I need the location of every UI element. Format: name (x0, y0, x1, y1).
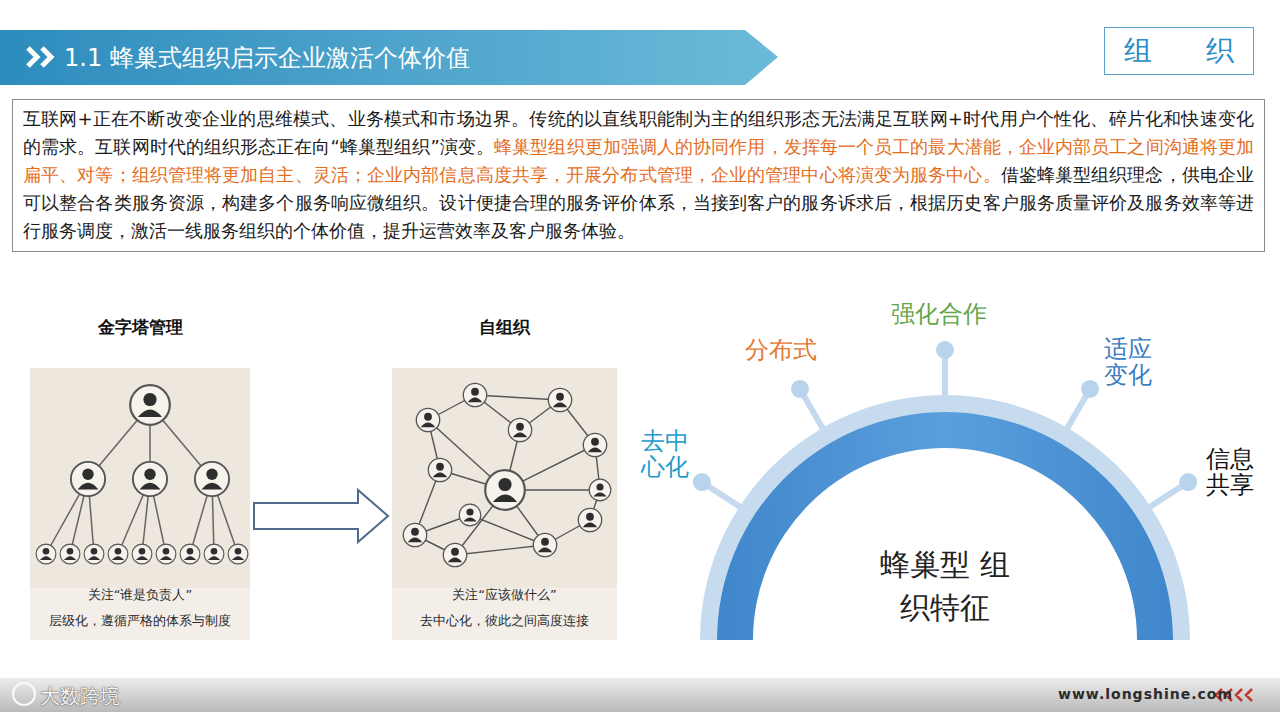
pyramid-panel: 金字塔管理关注“谁是负责人”层级化，遵循严格的体系与制度 (30, 368, 250, 640)
node-text: 蜂巢型 组织特征 (870, 543, 1020, 630)
arch-core: 蜂巢型 组织特征 (855, 536, 1035, 636)
text-panel: 互联网+正在不断改变企业的思维模式、业务模式和市场边界。传统的以直线职能制为主的… (12, 99, 1265, 252)
panel-heading: 金字塔管理 (10, 316, 270, 339)
feature-label: 分布式 (745, 334, 817, 366)
chevrons (28, 48, 51, 66)
feature-label: 适应变化 (1104, 336, 1153, 389)
footer-bar (0, 678, 1280, 712)
node-text: 组 织 (1124, 32, 1234, 70)
panel-caption: 层级化，遵循严格的体系与制度 (34, 612, 246, 630)
panel-heading: 自组织 (372, 316, 637, 339)
pyramid-picture (30, 368, 250, 640)
feature-label: 强化合作 (891, 298, 987, 330)
section-tag: 组 织 (1104, 27, 1254, 75)
panel-caption: 去中心化，彼此之间高度连接 (396, 612, 613, 630)
panel-caption: 关注“应该做什么” (396, 586, 613, 604)
feature-label: 去中心化 (641, 428, 690, 481)
network-panel: 自组织关注“应该做什么”去中心化，彼此之间高度连接 (392, 368, 617, 640)
network-picture (392, 368, 617, 640)
watermark: 大数跨境 (40, 683, 120, 710)
block-arrow (254, 490, 388, 542)
slide-title: 1.1 蜂巢式组织启示企业激活个体价值 (64, 38, 470, 78)
title-banner (0, 30, 778, 85)
panel-caption: 关注“谁是负责人” (34, 586, 246, 604)
footer-url: www.longshine.com (1058, 686, 1233, 702)
watermark-logo (13, 683, 35, 705)
feature-label: 信息共享 (1206, 446, 1255, 499)
